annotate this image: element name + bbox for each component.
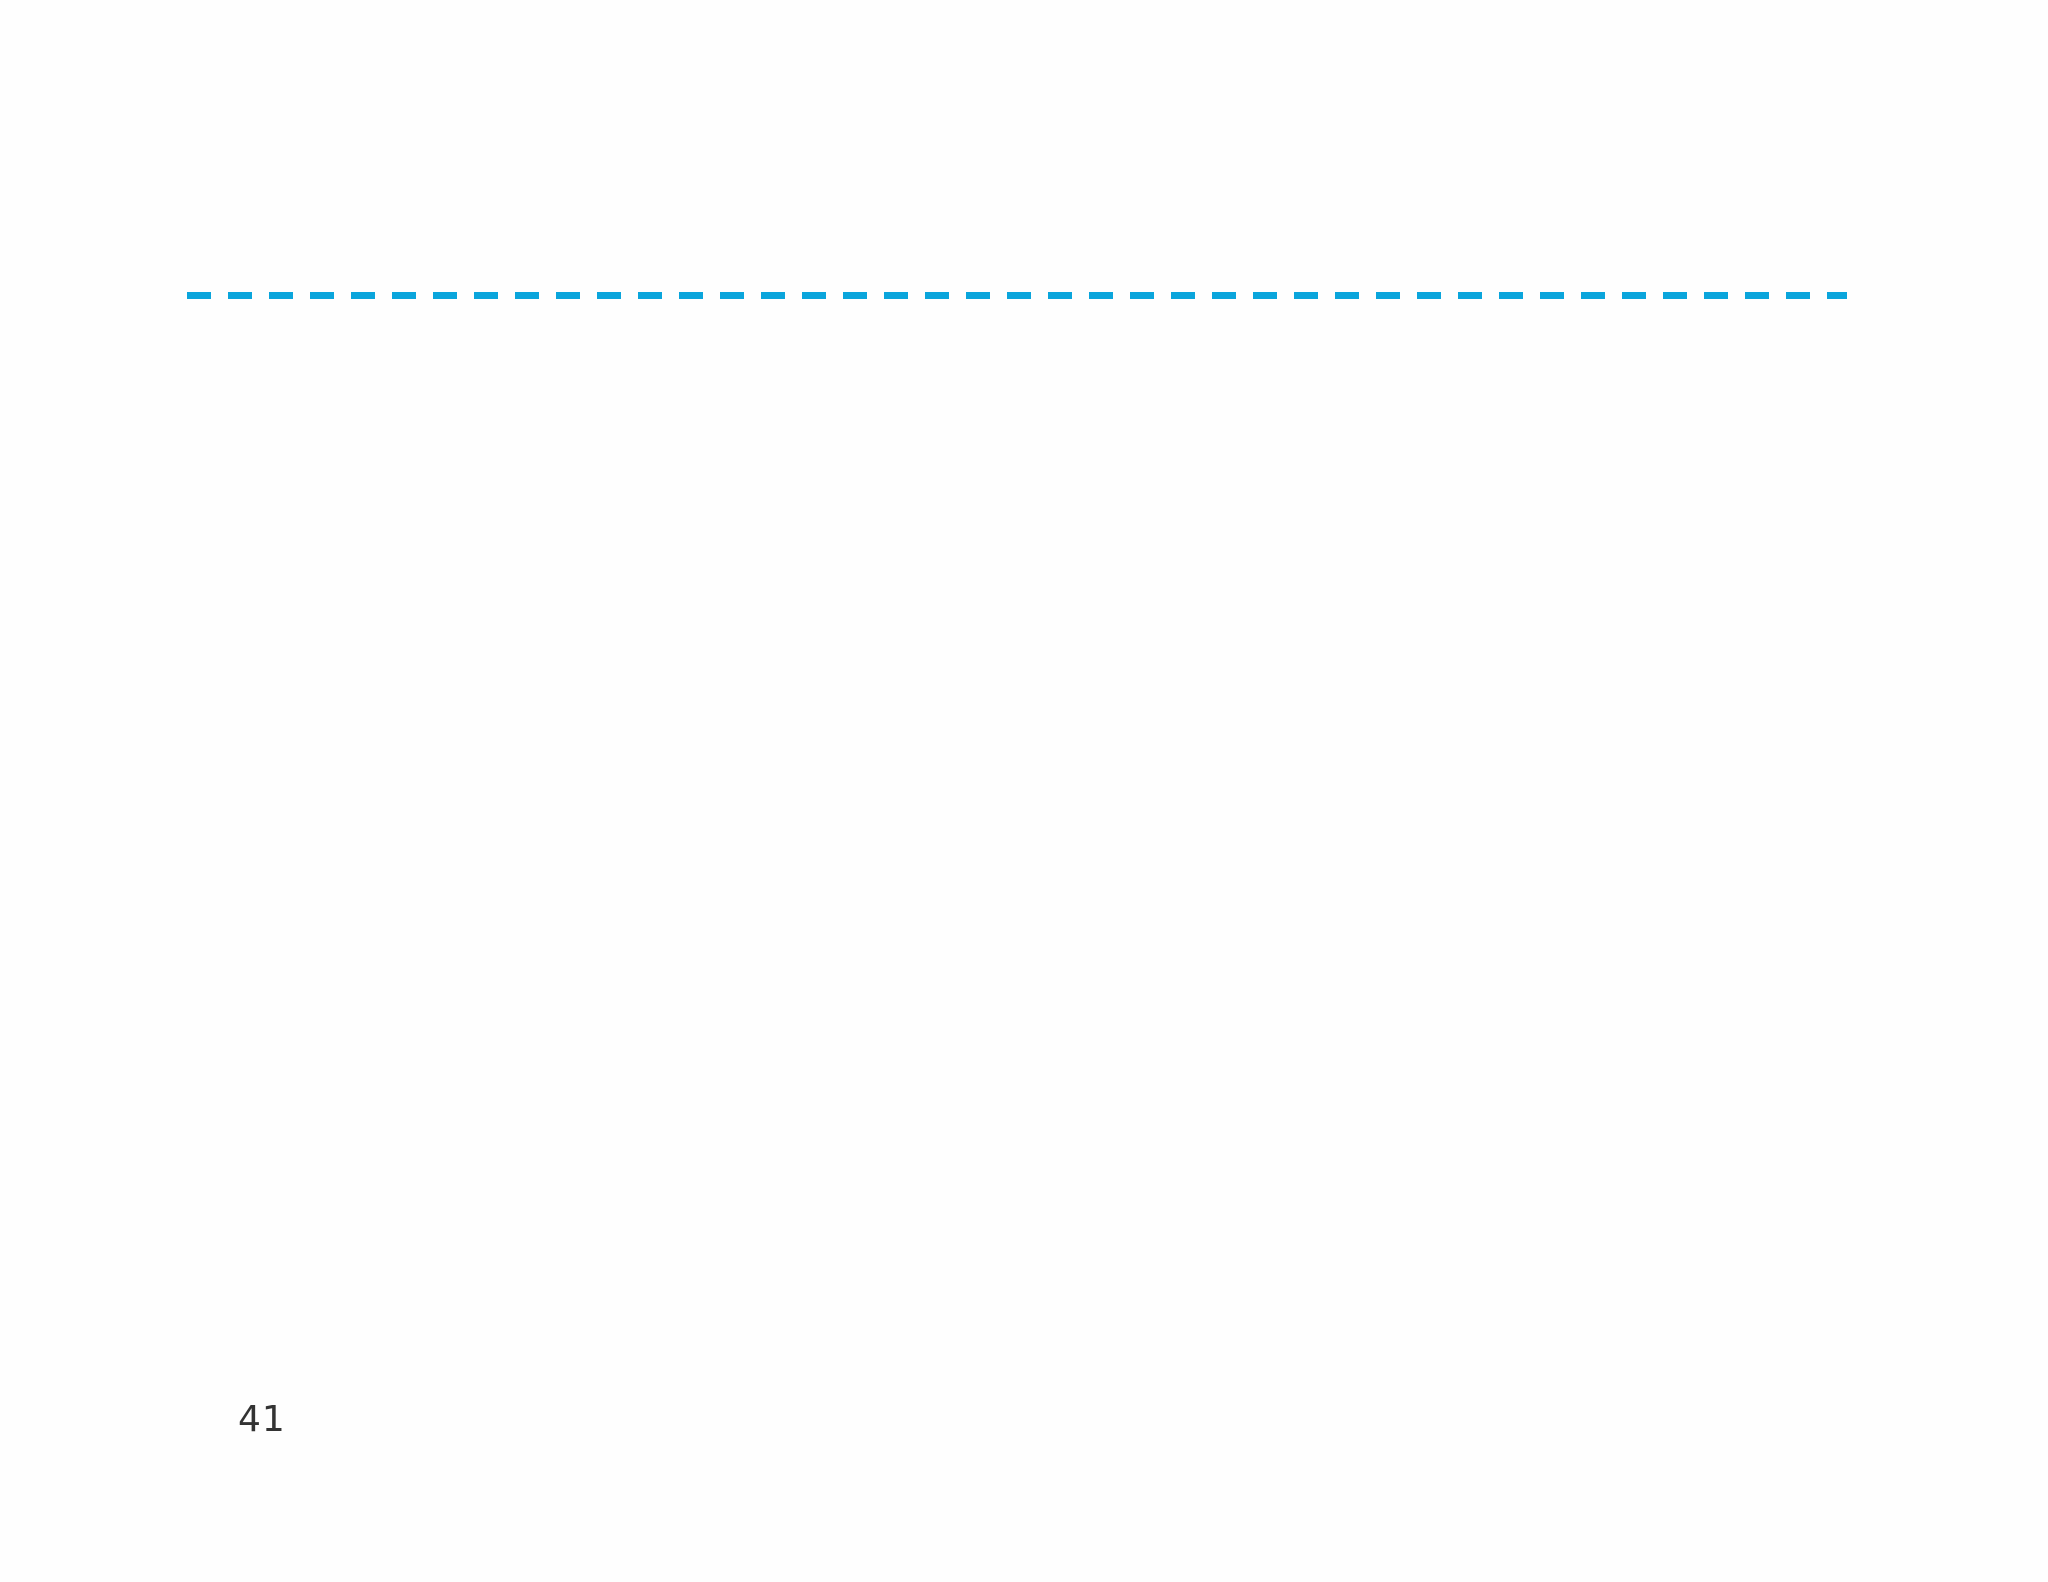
dashed-divider <box>187 292 1847 299</box>
page-number: 41 <box>238 1399 286 1440</box>
